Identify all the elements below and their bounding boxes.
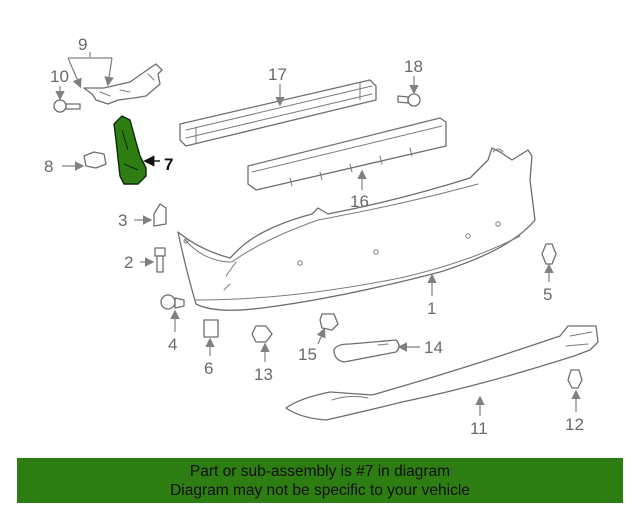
callout-10: 10 (50, 67, 69, 86)
callout-7: 7 (164, 155, 173, 174)
clip-3-icon (153, 203, 167, 227)
callout-17: 17 (268, 65, 287, 84)
banner-line-2: Diagram may not be specific to your vehi… (170, 482, 470, 499)
callout-8: 8 (44, 157, 53, 176)
leader-lines (55, 52, 581, 416)
callout-2: 2 (124, 253, 133, 272)
pad-6-icon (203, 319, 219, 338)
energy-absorber-16[interactable] (247, 117, 447, 191)
callout-5: 5 (543, 285, 552, 304)
info-banner: Part or sub-assembly is #7 in diagram Di… (17, 458, 623, 503)
reflector-14[interactable] (333, 339, 400, 363)
callout-14: 14 (424, 338, 443, 357)
side-retainer-7-highlighted[interactable] (113, 115, 147, 185)
callout-6: 6 (204, 359, 213, 378)
reinforcement-beam-17[interactable] (179, 79, 377, 147)
banner-line-1: Part or sub-assembly is #7 in diagram (189, 463, 451, 480)
clip-8-icon (83, 151, 107, 169)
clip-15-icon (319, 313, 339, 331)
bolt-18-icon (397, 93, 421, 107)
callout-9: 9 (78, 35, 87, 54)
callout-12: 12 (565, 415, 584, 434)
callout-16: 16 (350, 192, 369, 211)
bracket-9[interactable] (83, 63, 163, 105)
lower-diffuser-11[interactable] (285, 325, 599, 421)
retainer-12-icon (567, 369, 583, 389)
screw-2-icon (154, 247, 166, 273)
callout-15: 15 (298, 345, 317, 364)
bolt-10-icon (53, 99, 81, 113)
callout-4: 4 (168, 335, 177, 354)
parts-diagram: 9 10 8 7 3 2 4 6 13 15 14 17 18 16 1 5 1… (44, 35, 599, 438)
callout-3: 3 (118, 211, 127, 230)
callout-11: 11 (470, 419, 488, 438)
callout-18: 18 (404, 57, 423, 76)
retainer-5-icon (541, 243, 557, 265)
callout-1: 1 (427, 299, 436, 318)
nut-4-icon (160, 294, 185, 310)
clip-13-icon (251, 325, 273, 343)
bumper-cover-1[interactable] (177, 147, 536, 311)
callout-13: 13 (254, 365, 273, 384)
